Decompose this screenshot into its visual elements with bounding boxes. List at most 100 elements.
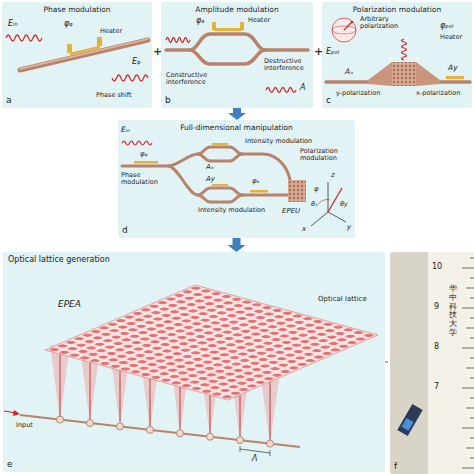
label-holder: EPEU [282, 208, 300, 216]
panel-title: Full-dimensional manipulation [118, 120, 355, 133]
panel: Polarization modulationc [322, 2, 472, 108]
label-holder: y-polarization [336, 90, 380, 97]
connector-line [233, 238, 241, 246]
label-holder: φᵩ [140, 151, 148, 159]
label: Aₓ [206, 163, 214, 171]
label: φᵩ [64, 19, 73, 28]
label-holder: z [331, 172, 335, 180]
label-holder: EPEA [58, 300, 81, 310]
beam-cones [50, 345, 280, 444]
label-holder: 7 [434, 383, 439, 392]
arrow-head [228, 245, 246, 252]
panel-letter: d [122, 225, 128, 235]
circuit-parts [122, 141, 306, 202]
label-holder: 8 [434, 343, 439, 352]
label: Eₚₒₗ [326, 47, 339, 56]
arrow-head [228, 113, 246, 120]
label: + [153, 45, 162, 58]
label-holder: 华中科技大学 [449, 285, 457, 338]
panel-title: Optical lattice generation [3, 252, 385, 265]
label-holder: Destructive interference [264, 58, 312, 72]
beam-arrows [60, 350, 270, 440]
ruler-photo [397, 252, 474, 474]
label: Aₓ [345, 67, 353, 76]
label: z [331, 171, 335, 179]
label: φₐ [252, 177, 259, 185]
label: 9 [434, 302, 439, 311]
label: φₚₒₗ [440, 21, 453, 30]
label-holder: x-polarization [416, 90, 460, 97]
poincare-sphere [332, 18, 356, 42]
label: θₓ [311, 200, 318, 208]
label-holder: Phase shift [96, 92, 132, 99]
panel: Full-dimensional manipulation d [118, 120, 355, 238]
panel-letter: e [7, 459, 13, 469]
label: 10 [432, 262, 442, 271]
label: Arbitrary polarization [360, 15, 398, 30]
panel-letter-holder: a [6, 95, 12, 105]
label-holder: Constructive interference [166, 72, 216, 86]
label: EPEU [282, 207, 300, 215]
label-holder: Heater [440, 34, 462, 41]
label-holder: φᵩ [64, 20, 73, 29]
label-holder: φₐ [196, 17, 204, 26]
label-holder: Arbitrary polarization [360, 16, 418, 30]
label-holder: + [153, 46, 162, 58]
optical-lattice [45, 285, 378, 400]
label-holder: Aₓ [345, 68, 353, 76]
grating-emitter [326, 39, 470, 86]
label: Destructive interference [264, 57, 304, 72]
label-holder: + [314, 46, 323, 58]
panel-letter: c [326, 95, 331, 105]
label: EPEA [58, 299, 81, 309]
label-holder: Ay [448, 64, 458, 72]
label: y [347, 223, 351, 231]
label-holder: Intensity modulation [245, 138, 312, 145]
label: Heater [100, 27, 122, 35]
label: Intensity modulation [245, 137, 312, 145]
label: φₐ [196, 16, 204, 25]
label: 7 [434, 382, 439, 391]
label: Eᵩ [132, 57, 140, 66]
panel: f [390, 252, 474, 474]
integrated-circuit [122, 147, 290, 202]
label: x-polarization [416, 89, 460, 97]
label: Phase shift [96, 91, 132, 99]
label-holder: φₐ [252, 178, 259, 186]
label-holder: x [302, 226, 306, 234]
label: 8 [434, 342, 439, 351]
emitter-array [4, 410, 300, 456]
panel: Amplitude modulation b [161, 2, 313, 108]
label: Heater [248, 16, 270, 24]
label-holder: A [300, 84, 305, 93]
label: φᵩ [140, 150, 148, 158]
panel-letter: f [394, 461, 397, 471]
connector-line [233, 108, 241, 114]
label: φ [314, 185, 319, 193]
label: Optical lattice [318, 295, 367, 303]
label-holder: Eᵢₙ [121, 126, 130, 134]
label-holder: Phase modulation [121, 172, 163, 186]
label-holder: Optical lattice [318, 296, 367, 304]
label-holder: Input [16, 422, 33, 429]
mzi-modulator [166, 34, 308, 64]
label: Constructive interference [166, 71, 207, 86]
label-holder: 9 [434, 303, 439, 312]
label-holder: 10 [432, 263, 442, 272]
label-holder: Heater [248, 17, 270, 24]
panel-title: Amplitude modulation [161, 2, 313, 15]
label: Intensity modulation [198, 206, 265, 214]
panel-letter: b [165, 95, 171, 105]
label-holder: φ [314, 186, 319, 194]
coordinate-axes [311, 182, 346, 226]
label: Heater [440, 33, 462, 41]
panel-letter-holder: e [7, 459, 13, 469]
label-holder: Eᵢₙ [8, 20, 18, 29]
label-holder: Λ [252, 455, 257, 464]
label: θy [340, 200, 348, 208]
panel: Optical lattice generation e [3, 252, 385, 472]
label: y-polarization [336, 89, 380, 97]
label: + [314, 45, 323, 58]
label-holder: Ay [206, 176, 215, 184]
